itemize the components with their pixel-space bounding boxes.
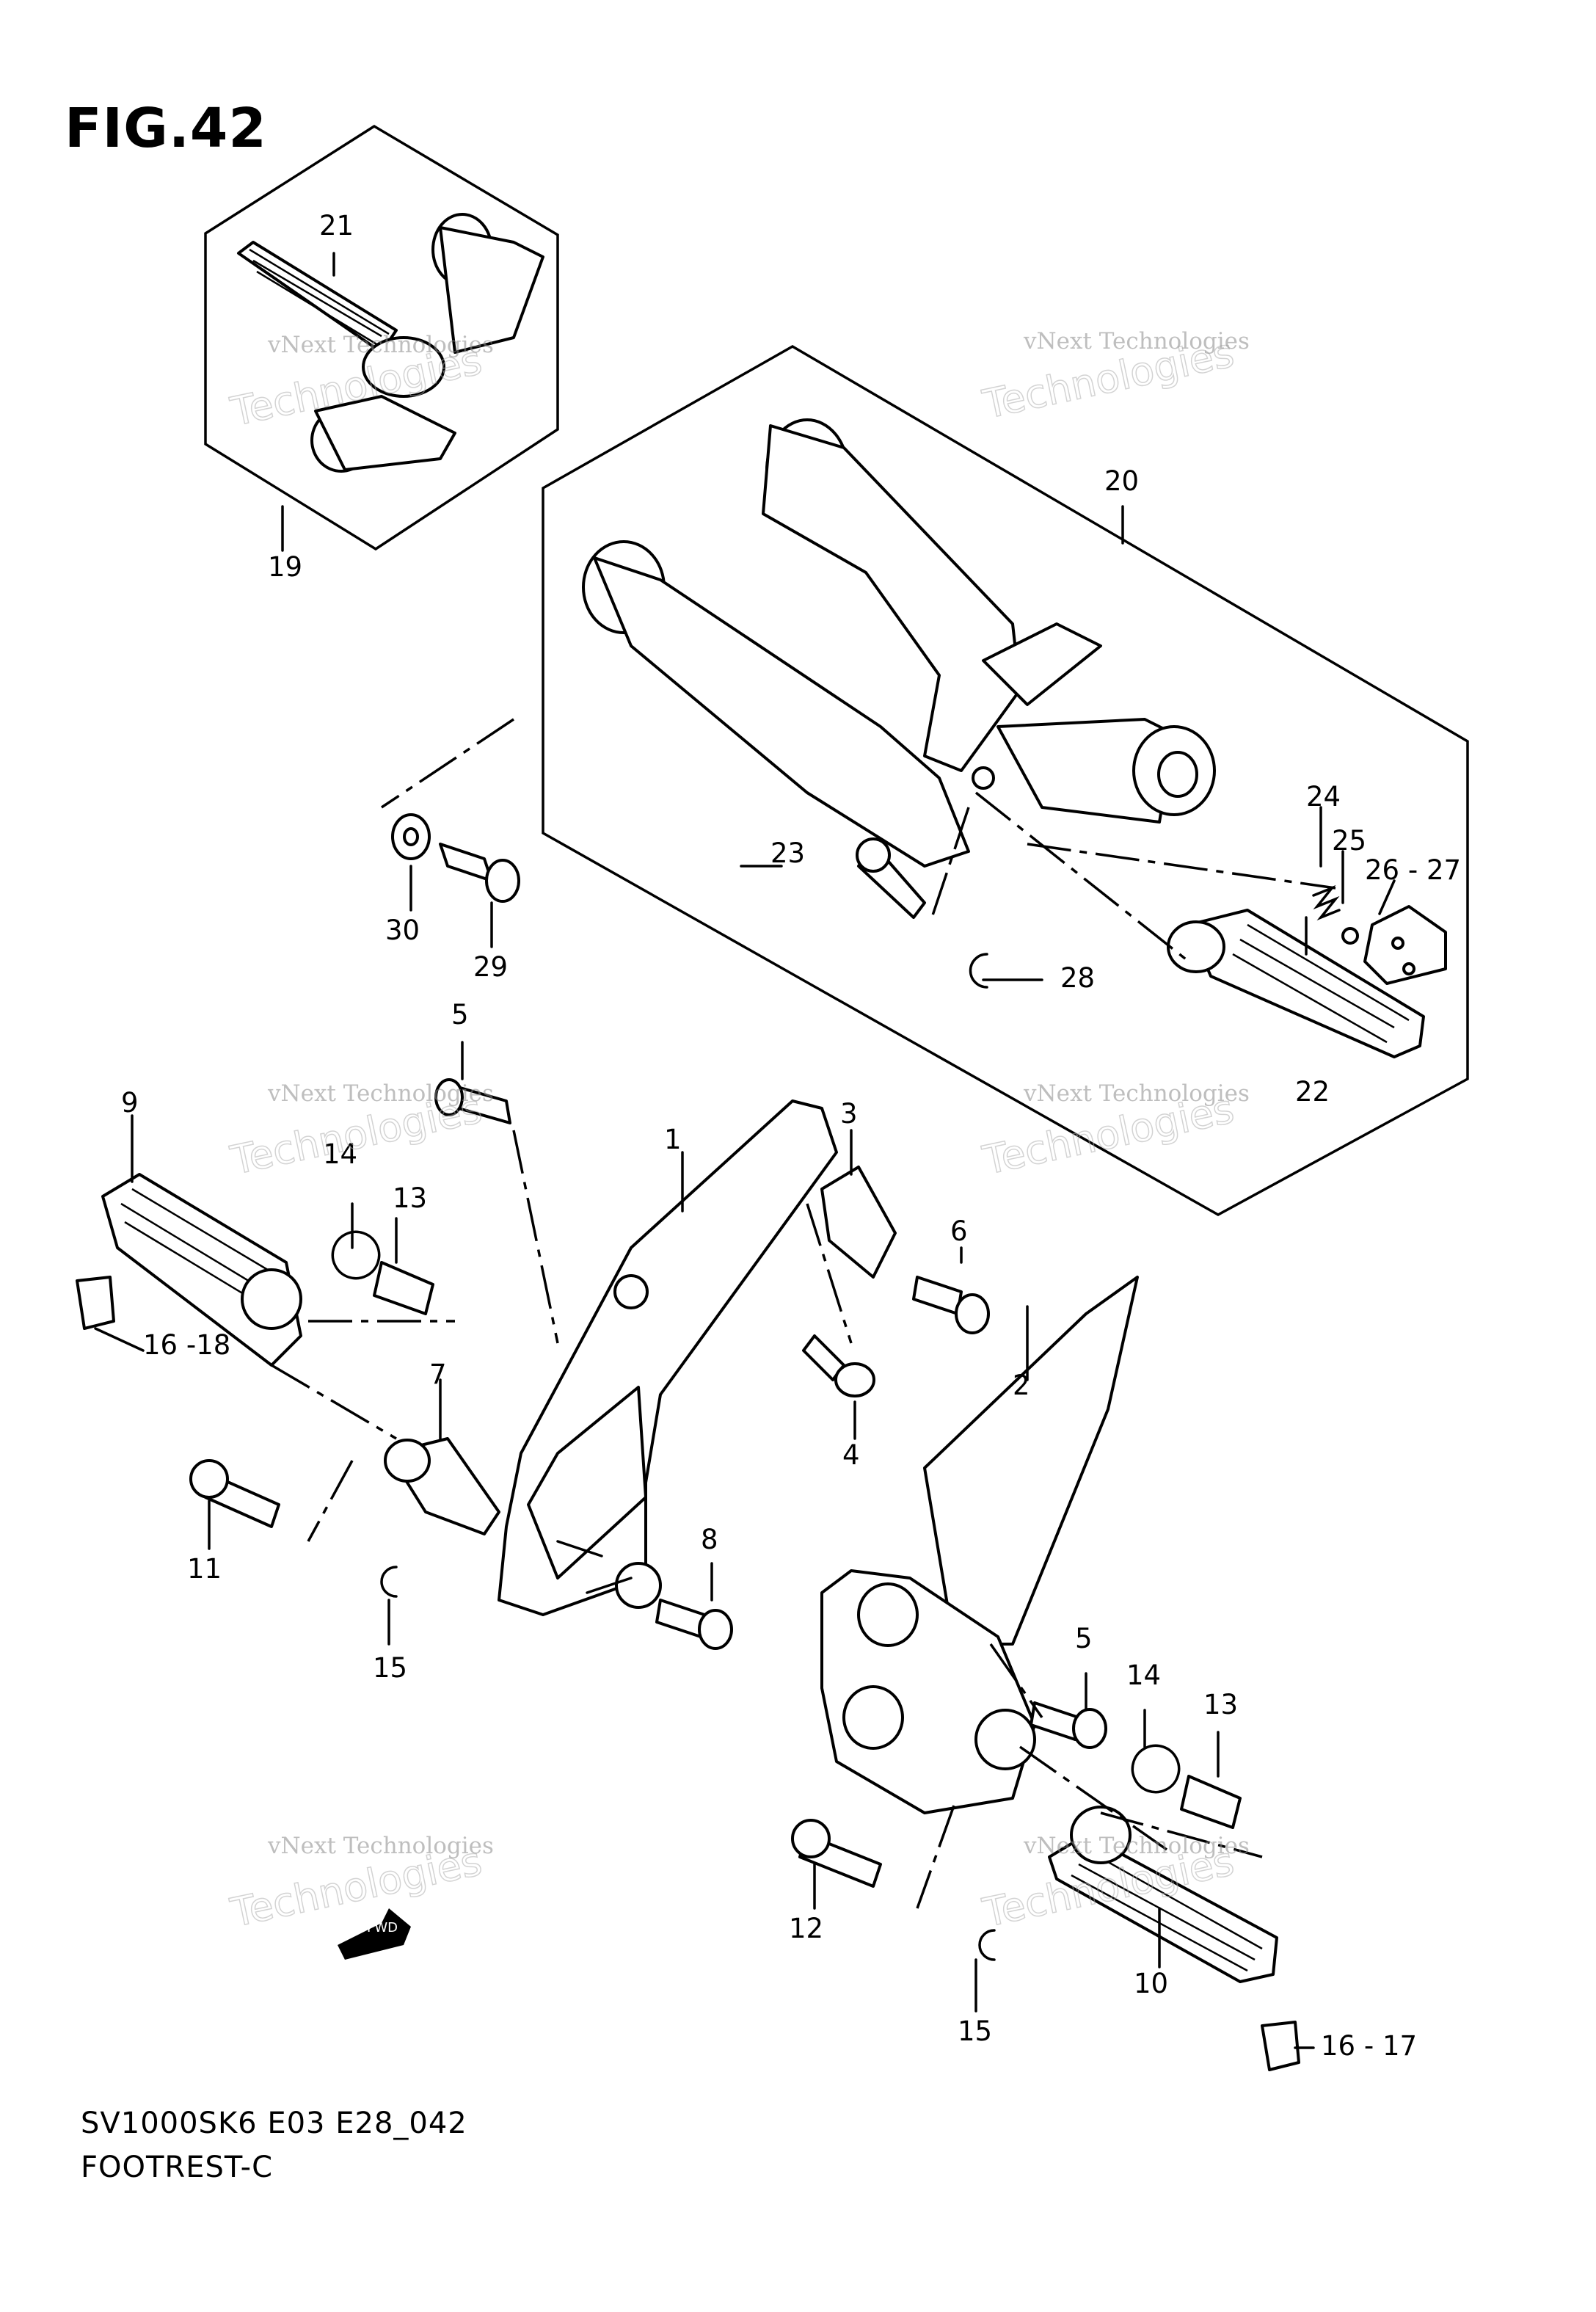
callout-2: 2 (1013, 1370, 1030, 1401)
callout-21: 21 (319, 210, 354, 241)
callout-20: 20 (1104, 465, 1139, 497)
callout-25: 25 (1332, 825, 1366, 857)
callout-22: 22 (1295, 1076, 1330, 1108)
part-24-spring (1312, 884, 1341, 921)
callout-3: 3 (840, 1098, 858, 1130)
part-8-bolt (655, 1599, 706, 1638)
part-22-rear-footpeg (1167, 909, 1425, 1058)
callout-12: 12 (789, 1913, 823, 1944)
part-16-17-cap (1261, 2021, 1300, 2071)
part-25-ball (1341, 927, 1359, 945)
part-1-front-bracket-left (498, 1099, 838, 1616)
callout-24: 24 (1306, 781, 1341, 813)
callout-14a: 14 (323, 1138, 357, 1170)
part-4-bolt (802, 1334, 845, 1381)
part-21-rear-footrest-small (237, 213, 544, 473)
svg-text:vNext Technologies: vNext Technologies (1023, 1080, 1250, 1107)
callout-labels: 21 19 20 24 25 26 - 27 23 28 22 30 29 5 … (121, 210, 1461, 2062)
part-14-spring-right (1131, 1744, 1181, 1794)
callout-14b: 14 (1126, 1660, 1161, 1691)
fwd-arrow: FWD (338, 1908, 411, 1960)
leader-lines (94, 252, 1396, 2049)
part-3-clamp (820, 1166, 897, 1279)
callout-13a: 13 (393, 1182, 427, 1214)
callout-30: 30 (385, 915, 420, 946)
part-28-e-clip (969, 953, 988, 989)
svg-text:vNext Technologies: vNext Technologies (267, 1833, 494, 1859)
kit-outline-19 (204, 124, 559, 551)
callout-5b: 5 (1075, 1623, 1093, 1654)
model-code: SV1000SK6 E03 E28_042 (81, 2106, 467, 2140)
svg-text:vNext Technologies: vNext Technologies (1023, 1833, 1250, 1859)
watermarks: Technologies vNext Technologies Technolo… (226, 328, 1250, 1937)
callout-8: 8 (701, 1524, 718, 1555)
part-15-e-clip-left (380, 1566, 398, 1598)
part-5-bolt-lower (1030, 1701, 1080, 1741)
assembly-lines (271, 718, 1336, 1909)
callout-11: 11 (187, 1553, 222, 1585)
callout-9: 9 (121, 1087, 139, 1119)
part-16-18-cap (76, 1276, 115, 1330)
part-9-front-footpeg-left (101, 1173, 302, 1367)
callout-28: 28 (1060, 962, 1095, 994)
callout-16-18: 16 -18 (143, 1329, 230, 1361)
svg-text:vNext Technologies: vNext Technologies (267, 332, 494, 358)
part-13-bush-right (1180, 1775, 1242, 1829)
part-2-front-bracket-right (820, 1276, 1139, 1814)
callout-23: 23 (770, 837, 805, 869)
part-13-bush (373, 1261, 434, 1315)
callout-16-17: 16 - 17 (1321, 2030, 1417, 2062)
callout-29: 29 (473, 951, 508, 983)
part-6-bolt (912, 1276, 963, 1315)
callout-5a: 5 (451, 999, 469, 1030)
svg-text:vNext Technologies: vNext Technologies (267, 1080, 494, 1107)
figure-title: FIG.42 (65, 97, 267, 160)
callout-7: 7 (429, 1359, 447, 1390)
callout-19: 19 (268, 551, 302, 583)
callout-10: 10 (1134, 1968, 1168, 1999)
callout-1: 1 (664, 1124, 682, 1155)
part-15-e-clip-right (978, 1929, 996, 1961)
part-29-bolt (439, 843, 493, 882)
callout-13b: 13 (1203, 1689, 1238, 1720)
part-20-rear-bracket (582, 418, 1216, 868)
callout-26-27: 26 - 27 (1365, 854, 1461, 886)
svg-text:vNext Technologies: vNext Technologies (1023, 328, 1250, 355)
kit-outline-20 (542, 344, 1469, 1217)
section-name: FOOTREST-C (81, 2151, 273, 2184)
callout-15a: 15 (373, 1652, 407, 1684)
part-14-spring (331, 1230, 381, 1280)
svg-text:FWD: FWD (367, 1920, 398, 1935)
callout-6: 6 (950, 1215, 968, 1247)
callout-4: 4 (842, 1439, 860, 1471)
part-10-front-footpeg-right (1048, 1806, 1278, 1983)
part-26-27-plate (1363, 905, 1447, 985)
callout-15b: 15 (958, 2015, 992, 2047)
